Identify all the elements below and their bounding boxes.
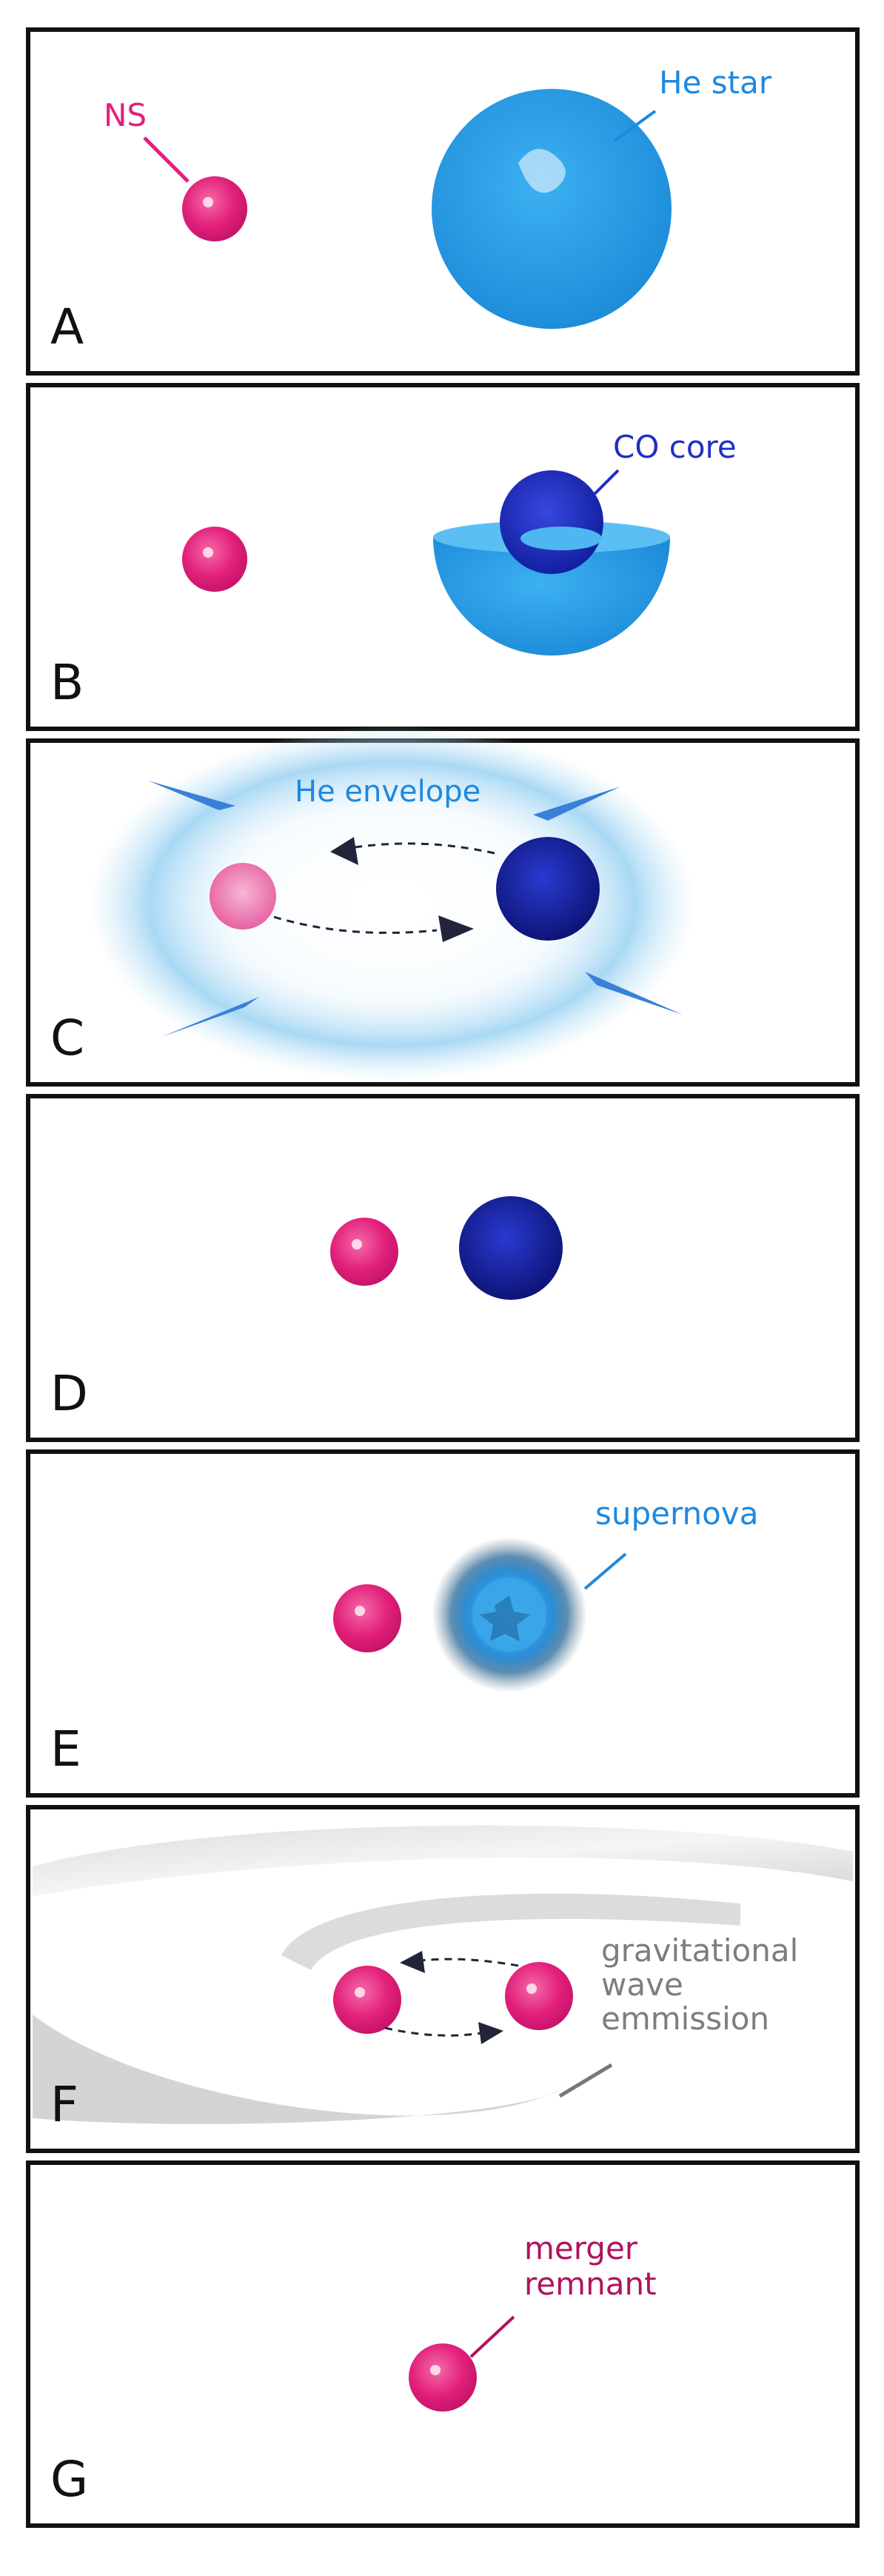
neutron-star-icon	[182, 176, 247, 241]
ns-leader-line	[143, 136, 190, 183]
supernova-burst	[480, 1595, 530, 1641]
orbit-arrow-upper	[336, 842, 495, 855]
co-core-icon	[459, 1196, 563, 1300]
gw-label-line-2: wave	[601, 1966, 683, 2003]
neutron-star-highlight	[526, 1983, 537, 1994]
he-envelope-label: He envelope	[295, 775, 480, 809]
panel-letter-a: A	[50, 298, 84, 356]
merger-remnant-highlight	[430, 2365, 441, 2375]
outflow-arrow-bottom-left	[161, 997, 259, 1037]
gravitational-wave-band-middle	[281, 1893, 740, 1970]
he-star-cutaway-icon	[433, 537, 670, 655]
panel-letter-e: E	[50, 1721, 81, 1778]
orbit-arrowhead-lower	[478, 2022, 503, 2044]
neutron-star-highlight	[355, 1987, 365, 1998]
co-core-leader-line	[592, 469, 620, 496]
merger-remnant-icon	[409, 2343, 477, 2412]
panel-d: D	[26, 1094, 860, 1442]
gravitational-wave-band-bottom	[33, 2015, 563, 2124]
outflow-arrow-top-left	[148, 781, 235, 810]
gravitational-wave-band-top	[33, 1825, 853, 1896]
co-core-cut-plane	[520, 527, 602, 550]
co-core-label: CO core	[613, 429, 737, 465]
gw-label-line-3: emmission	[601, 2001, 769, 2037]
neutron-star-highlight	[355, 1606, 365, 1616]
panel-d-frame	[26, 1094, 860, 1442]
panel-g: merger remnant G	[26, 2160, 860, 2528]
neutron-star-icon	[333, 1584, 401, 1652]
he-star-label: He star	[659, 64, 772, 101]
orbit-arrowhead-lower	[438, 915, 474, 942]
he-star-leader-line	[613, 110, 657, 142]
panel-f: gravitational wave emmission F	[26, 1805, 860, 2153]
neutron-star-icon	[333, 1966, 401, 2034]
neutron-star-highlight	[352, 1239, 362, 1249]
orbit-arrowhead-upper	[330, 837, 358, 865]
panel-letter-b: B	[50, 654, 84, 711]
neutron-star-icon	[505, 1962, 573, 2030]
outflow-arrow-bottom-right	[585, 972, 683, 1015]
co-core-icon	[496, 837, 600, 941]
remnant-leader-line	[469, 2315, 515, 2358]
supernova-leader-line	[583, 1552, 627, 1590]
supernova-label: supernova	[595, 1495, 758, 1532]
panel-letter-c: C	[50, 1010, 84, 1067]
orbit-arrowhead-upper	[400, 1951, 425, 1973]
he-star-surface-spot	[518, 149, 566, 193]
panel-letter-d: D	[50, 1365, 88, 1422]
panel-c: He envelope C	[26, 726, 860, 1087]
ns-label: NS	[104, 97, 147, 133]
neutron-star-icon	[210, 863, 276, 930]
orbit-arrow-upper	[414, 1958, 519, 1967]
gw-leader-line	[558, 2063, 613, 2098]
neutron-star-highlight	[203, 547, 213, 558]
panel-letter-f: F	[50, 2076, 78, 2133]
orbit-arrow-lower	[384, 2026, 482, 2037]
panel-e: supernova E	[26, 1449, 860, 1798]
outflow-arrow-top-right	[533, 787, 620, 821]
neutron-star-icon	[330, 1218, 398, 1286]
gw-label-line-1: gravitational	[601, 1932, 798, 1969]
panel-letter-g: G	[50, 2451, 88, 2508]
he-star-icon	[432, 89, 672, 329]
panel-a: NS He star A	[26, 27, 860, 376]
panel-b: CO core B	[26, 383, 860, 731]
neutron-star-icon	[182, 527, 247, 592]
neutron-star-highlight	[203, 197, 213, 207]
orbit-arrow-lower	[273, 915, 438, 934]
remnant-label-line-2: remnant	[524, 2266, 657, 2302]
remnant-label-line-1: merger	[524, 2230, 638, 2266]
